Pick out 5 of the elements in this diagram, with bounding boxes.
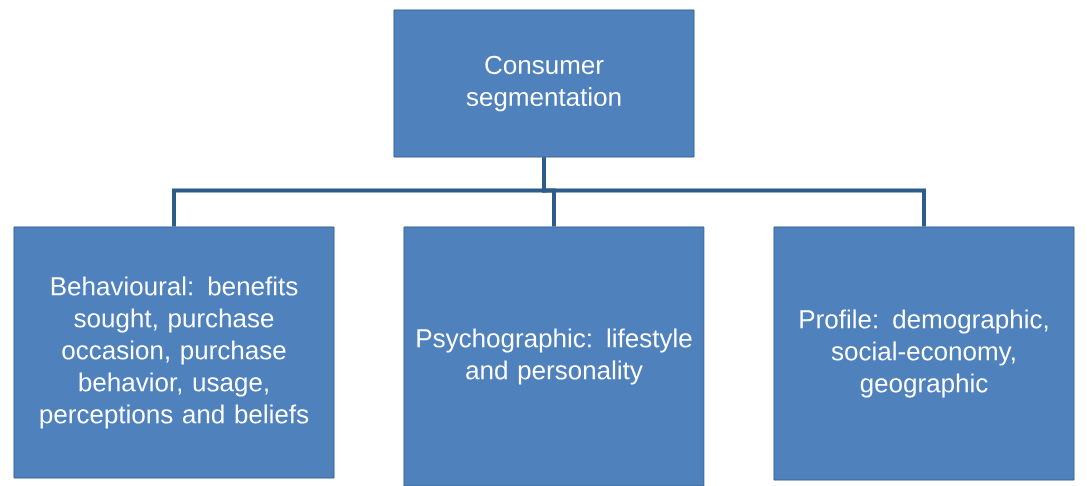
category-box: Consumer segmentation — [393, 9, 695, 158]
category-box: Psychographic: lifestyle and personality — [403, 226, 705, 486]
category-box: Profile: demographic, social-economy, geographic — [773, 226, 1075, 481]
connector-line — [542, 157, 926, 227]
category-box: Behavioural: benefits sought, purchase occasion, purchase behavior, usage, perceptions and beliefs — [13, 226, 335, 479]
